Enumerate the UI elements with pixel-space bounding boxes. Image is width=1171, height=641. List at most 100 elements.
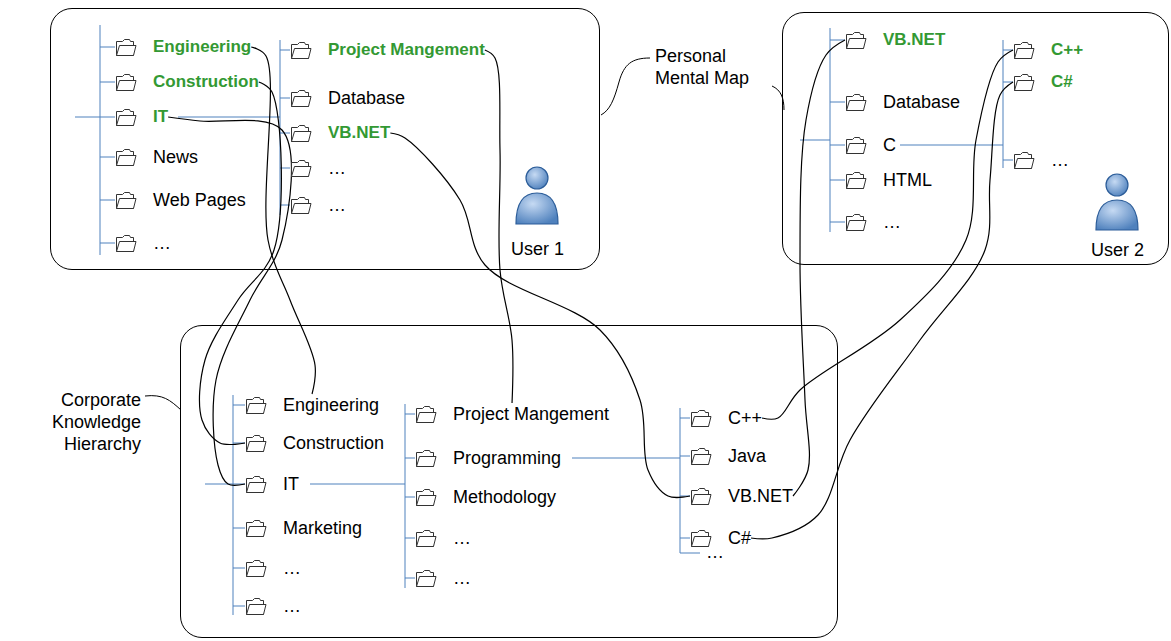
folder-icon (415, 487, 437, 507)
folder-label: C++ (1051, 39, 1083, 61)
folder-item: Construction (115, 71, 259, 93)
folder-item: Programming (415, 447, 561, 469)
folder-icon (415, 448, 437, 468)
folder-label: Construction (283, 432, 384, 454)
folder-front (117, 242, 137, 252)
tree-line (680, 553, 700, 554)
note-label: … (706, 541, 736, 563)
folder-label: Marketing (283, 517, 362, 539)
tree-line (680, 408, 681, 553)
tree-line (233, 395, 234, 615)
folder-icon (245, 474, 267, 494)
folder-item: Construction (245, 432, 384, 454)
folder-item: Engineering (115, 36, 251, 58)
folder-front (692, 417, 712, 427)
folder-label: … (153, 232, 171, 254)
tree-line (100, 25, 101, 255)
folder-item: C# (1013, 71, 1073, 93)
folder-label: VB.NET (728, 485, 793, 507)
tree-line (233, 405, 245, 406)
folder-label: Project Mangement (328, 39, 485, 61)
folder-icon (290, 40, 312, 60)
tree-line (75, 117, 100, 118)
folder-label: C (883, 134, 896, 156)
folder-front (692, 455, 712, 465)
mapping-curve (251, 47, 315, 394)
tree-line (680, 538, 690, 539)
folder-item: C (845, 134, 896, 156)
tree-line (830, 102, 845, 103)
folder-item: … (245, 557, 301, 579)
tree-line (572, 458, 680, 459)
user-body (1096, 200, 1138, 230)
folder-front (117, 116, 137, 126)
folder-front (117, 199, 137, 209)
tree-line (830, 145, 845, 146)
note-label: Personal Mental Map (655, 45, 773, 89)
folder-icon (845, 92, 867, 112)
folder-icon (690, 486, 712, 506)
user-icon (1096, 174, 1138, 230)
folder-icon (845, 30, 867, 50)
tree-line (1003, 160, 1013, 161)
folder-label: Programming (453, 447, 561, 469)
tree-line (280, 50, 290, 51)
folder-front (117, 81, 137, 91)
folder-front (1015, 49, 1035, 59)
map-panel: EngineeringConstructionITMarketing……Proj… (180, 325, 838, 638)
folder-label: Engineering (153, 36, 251, 58)
folder-front (847, 39, 867, 49)
folder-item: Database (845, 91, 960, 113)
user-body (516, 193, 558, 224)
folder-item: VB.NET (845, 29, 945, 51)
map-panel: EngineeringConstructionITNewsWeb Pages…P… (50, 8, 600, 270)
folder-front (247, 442, 267, 452)
folder-front (1015, 159, 1035, 169)
folder-item: … (290, 194, 346, 216)
map-panel: VB.NETDatabaseCHTML…C++C#…User 2 (782, 12, 1169, 265)
folder-icon (1013, 72, 1035, 92)
folder-item: … (115, 232, 171, 254)
folder-icon (245, 558, 267, 578)
folder-front (292, 132, 312, 142)
folder-item: … (290, 157, 346, 179)
folder-front (292, 49, 312, 59)
folder-front (292, 97, 312, 107)
folder-item: Project Mangement (415, 403, 609, 425)
panel-heading: Corporate Knowledge Hierarchy (29, 389, 141, 455)
folder-icon (115, 233, 137, 253)
folder-label: HTML (883, 169, 932, 191)
mapping-curve (751, 82, 1013, 539)
folder-icon (290, 195, 312, 215)
folder-icon (115, 190, 137, 210)
folder-item: C++ (690, 407, 762, 429)
folder-item: VB.NET (290, 122, 390, 144)
folder-icon (690, 408, 712, 428)
mapping-curve (762, 50, 1013, 419)
folder-item: Marketing (245, 517, 362, 539)
mapping-curve (168, 117, 291, 485)
tree-line (100, 82, 115, 83)
folder-front (847, 144, 867, 154)
folder-front (692, 495, 712, 505)
folder-icon (290, 88, 312, 108)
folder-icon (245, 518, 267, 538)
folder-front (417, 537, 437, 547)
folder-item: … (1013, 149, 1069, 171)
folder-item: C++ (1013, 39, 1083, 61)
folder-front (292, 204, 312, 214)
tree-line (405, 578, 415, 579)
folder-icon (290, 158, 312, 178)
folder-label: Project Mangement (453, 403, 609, 425)
folder-label: … (283, 595, 301, 617)
folder-label: VB.NET (883, 29, 945, 51)
folder-icon (115, 37, 137, 57)
folder-icon (245, 395, 267, 415)
mapping-curve (485, 50, 513, 403)
tree-line (178, 117, 280, 118)
folder-front (417, 457, 437, 467)
folder-front (117, 46, 137, 56)
leader-line (145, 396, 181, 410)
user-icon (516, 167, 558, 224)
